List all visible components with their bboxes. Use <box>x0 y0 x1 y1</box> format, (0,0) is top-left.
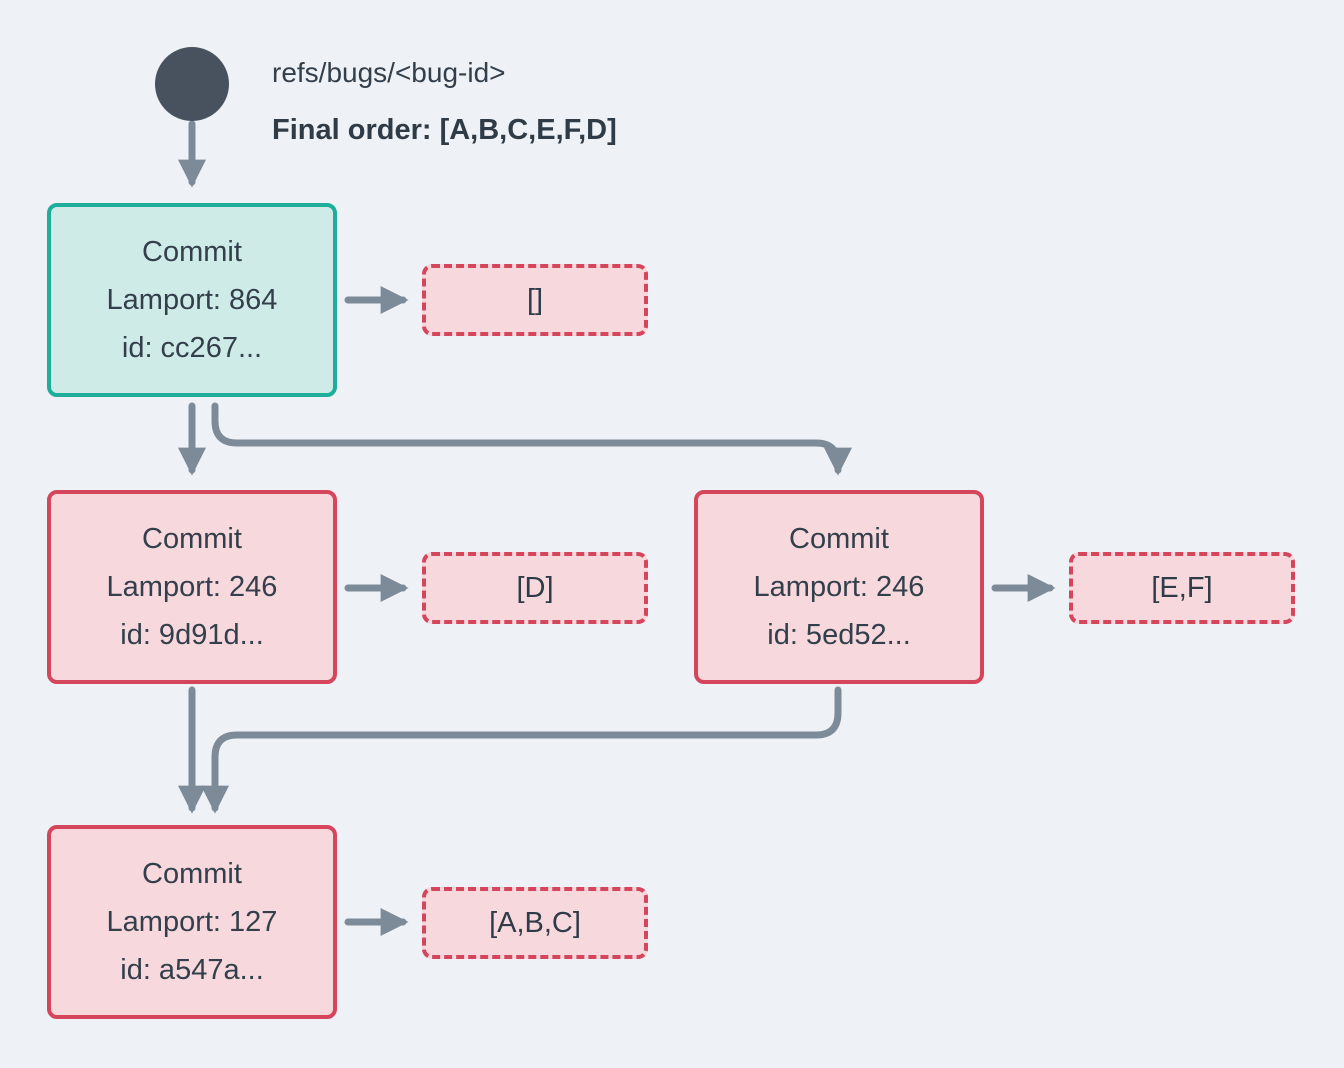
commit-id: id: cc267... <box>121 332 263 364</box>
commit-node-left: Commit Lamport: 246 id: 9d91d... <box>47 490 337 684</box>
commit-node-right: Commit Lamport: 246 id: 5ed52... <box>694 490 984 684</box>
payload-value: [A,B,C] <box>489 906 581 939</box>
commit-title: Commit <box>142 858 242 890</box>
commit-id: id: 9d91d... <box>120 619 264 651</box>
payload-value: [] <box>526 283 544 316</box>
commit-title: Commit <box>789 523 889 555</box>
payload-node-right: [E,F] <box>1069 552 1295 624</box>
commit-title: Commit <box>142 236 242 268</box>
commit-id: id: a547a... <box>120 954 264 986</box>
commit-node-bottom: Commit Lamport: 127 id: a547a... <box>47 825 337 1019</box>
commit-id: id: 5ed52... <box>767 619 911 651</box>
edge-root-to-right-arrow <box>211 402 852 476</box>
commit-lamport: Lamport: 246 <box>106 571 278 603</box>
payload-node-root: [] <box>422 264 648 336</box>
ref-circle-node <box>155 47 229 121</box>
payload-node-bottom: [A,B,C] <box>422 887 648 959</box>
payload-node-left: [D] <box>422 552 648 624</box>
commit-title: Commit <box>142 523 242 555</box>
payload-value: [E,F] <box>1151 571 1213 604</box>
commit-lamport: Lamport: 127 <box>106 906 278 938</box>
payload-value: [D] <box>516 571 554 604</box>
commit-lamport: Lamport: 246 <box>753 571 925 603</box>
ref-name-label: refs/bugs/<bug-id> <box>272 57 506 88</box>
commit-lamport: Lamport: 864 <box>106 284 278 316</box>
commit-node-root: Commit Lamport: 864 id: cc267... <box>47 203 337 397</box>
edge-right-to-bottom-arrow <box>201 686 842 814</box>
final-order-label: Final order: [A,B,C,E,F,D] <box>272 114 617 146</box>
